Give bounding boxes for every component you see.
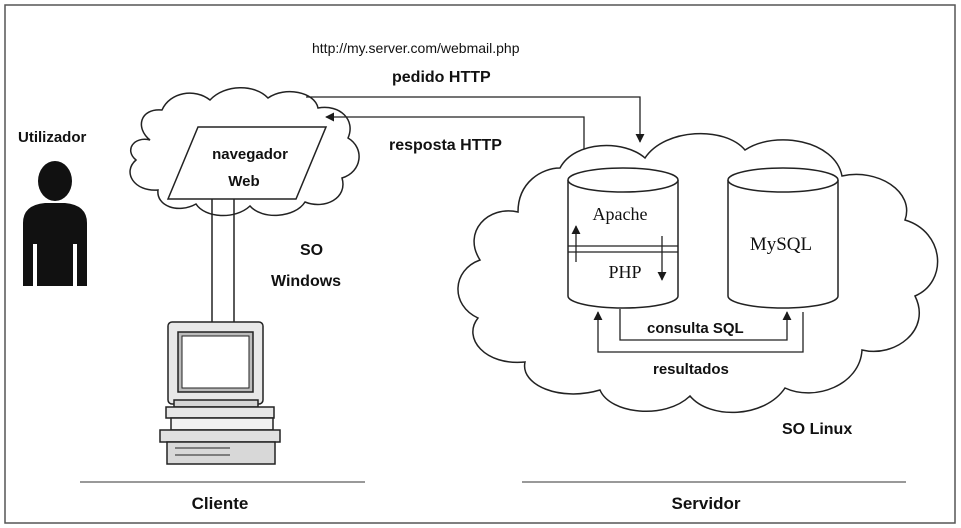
server-caption: Servidor xyxy=(672,494,741,513)
results-label: resultados xyxy=(653,361,729,378)
client-os-label-line1: SO xyxy=(300,242,323,259)
response-label: resposta HTTP xyxy=(389,137,502,154)
request-url: http://my.server.com/webmail.php xyxy=(312,40,520,56)
user-label: Utilizador xyxy=(18,129,86,146)
php-label: PHP xyxy=(608,262,641,282)
sql-query-arrow xyxy=(619,309,792,341)
apache-php-cylinder xyxy=(567,167,679,309)
desktop-computer-icon xyxy=(159,321,281,465)
client-os-label-line2: Windows xyxy=(271,273,341,290)
request-label: pedido HTTP xyxy=(392,69,491,86)
web-browser-box xyxy=(166,126,328,200)
http-request-arrow xyxy=(306,96,645,143)
server-os-label: SO Linux xyxy=(782,421,852,438)
http-response-arrow xyxy=(325,112,585,156)
sql-query-label: consulta SQL xyxy=(647,320,744,337)
results-arrow xyxy=(593,311,804,353)
browser-label-line1: navegador xyxy=(212,146,288,163)
browser-label-line2: Web xyxy=(228,173,259,190)
apache-label: Apache xyxy=(593,204,648,224)
user-silhouette-icon xyxy=(23,161,87,286)
client-caption: Cliente xyxy=(192,494,249,513)
mysql-label: MySQL xyxy=(750,234,812,255)
mysql-cylinder xyxy=(727,167,839,309)
